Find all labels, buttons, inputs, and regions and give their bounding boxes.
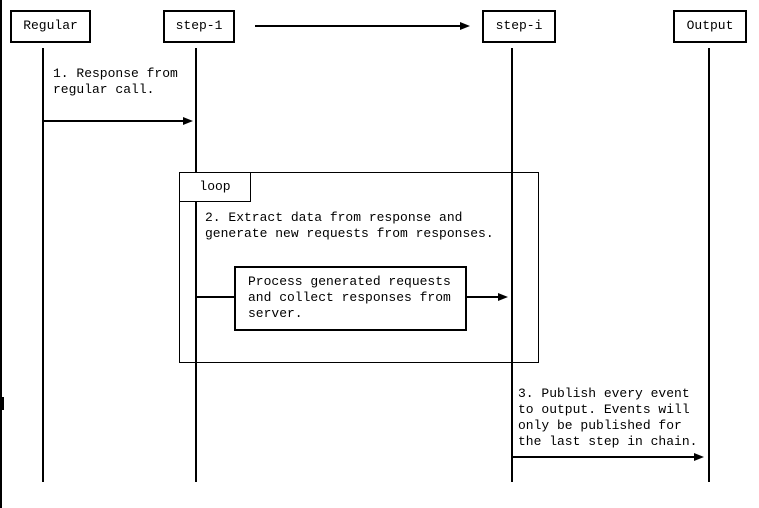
loop-frame [179, 172, 539, 363]
left-border [0, 0, 2, 508]
message-1-arrow-line [43, 120, 184, 122]
participant-box-step-i: step-i [482, 10, 556, 43]
loop-label: loop [179, 172, 251, 202]
message-3-text: 3. Publish every event to output. Events… [518, 386, 698, 449]
participant-box-output: Output [673, 10, 747, 43]
lifeline-step-1 [195, 48, 197, 482]
message-3-arrow-line [512, 456, 695, 458]
participant-box-regular: Regular [10, 10, 91, 43]
lifeline-output [708, 48, 710, 482]
message-1-arrowhead [183, 116, 193, 125]
lifeline-regular [42, 48, 44, 482]
process-box: Process generated requests and collect r… [234, 266, 467, 331]
header-arrow-line [255, 25, 462, 27]
process-connector-right [467, 296, 499, 298]
process-arrowhead [498, 292, 508, 301]
lifeline-step-i [511, 48, 513, 482]
left-border-notch [0, 397, 4, 410]
message-2-text: 2. Extract data from response and genera… [205, 210, 494, 241]
header-arrowhead [460, 21, 470, 30]
message-1-text: 1. Response from regular call. [53, 66, 178, 97]
message-3-arrowhead [694, 452, 704, 461]
participant-box-step-1: step-1 [163, 10, 235, 43]
process-connector-left [196, 296, 234, 298]
